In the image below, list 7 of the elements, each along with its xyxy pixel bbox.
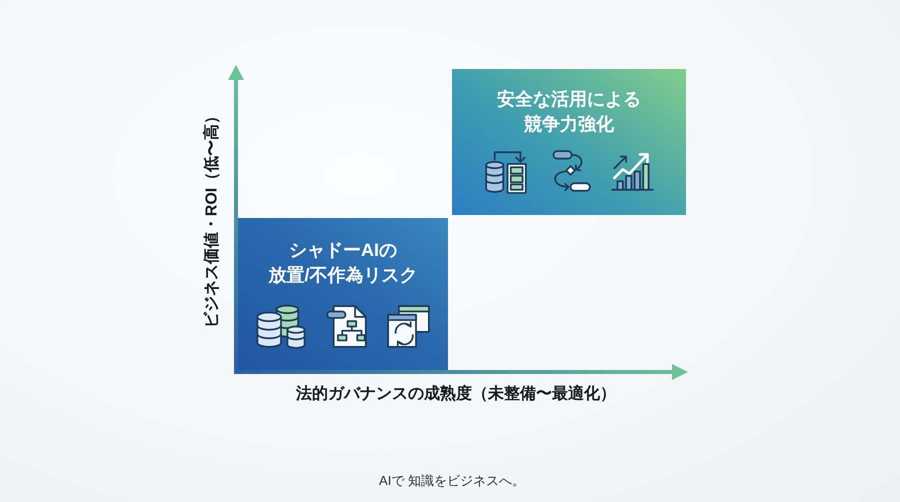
quadrant-title: シャドーAIの放置/不作為リスク bbox=[267, 239, 418, 287]
y-axis-label: ビジネス価値・ROI（低〜高） bbox=[202, 108, 222, 328]
quadrant-title: 安全な活用による競争力強化 bbox=[496, 88, 642, 136]
tagline: AIで 知識をビジネスへ。 bbox=[379, 472, 525, 490]
x-axis-label: 法的ガバナンスの成熟度（未整備〜最適化） bbox=[296, 384, 616, 404]
quadrant-box bbox=[238, 218, 448, 370]
quadrant-box bbox=[452, 69, 686, 215]
